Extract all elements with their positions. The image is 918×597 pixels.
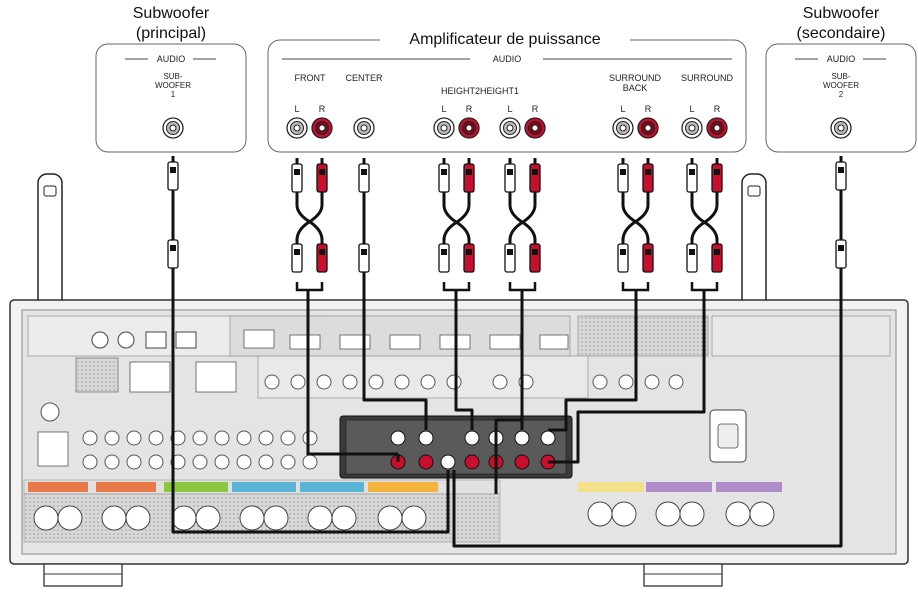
cable-height2-twist xyxy=(442,180,471,241)
amp-surround-label: SURROUND xyxy=(680,73,733,83)
cable-front-twist xyxy=(295,180,324,241)
cable-subwoofer-1 xyxy=(171,176,450,534)
subwoofer-main-jack xyxy=(162,117,184,139)
amp-surround-l-jack xyxy=(681,117,703,139)
power-amplifier-box xyxy=(267,39,747,153)
amp-height2-l-label: L xyxy=(441,104,447,114)
antenna-right xyxy=(741,173,767,337)
subwoofer-second-audio-label: AUDIO xyxy=(826,54,856,64)
subwoofer-second-jack xyxy=(830,117,852,139)
cable-height1 xyxy=(494,290,524,494)
amp-front-label: FRONT xyxy=(294,73,326,83)
cable-center xyxy=(362,180,428,430)
amp-height-label: HEIGHT2HEIGHT1 xyxy=(440,86,519,96)
amplifier-audio-label: AUDIO xyxy=(492,54,522,64)
amp-surround-back-l-label: L xyxy=(620,104,626,114)
subwoofer-main-port-line1: SUB- xyxy=(163,72,183,81)
subwoofer-main-box xyxy=(95,43,247,153)
cable-surround xyxy=(548,290,706,464)
amp-height2-r-label: R xyxy=(465,104,473,114)
amp-surround-r-jack xyxy=(706,117,728,139)
amp-surround-back-label-line2: BACK xyxy=(622,83,648,93)
subwoofer-main-audio-label: AUDIO xyxy=(156,54,186,64)
subwoofer-main-port-line2: WOOFER xyxy=(155,81,191,90)
amp-height1-r-label: R xyxy=(531,104,539,114)
cable-height2 xyxy=(454,290,474,430)
amp-height1-r-jack xyxy=(524,117,546,139)
amp-surround-back-label-line1: SURROUND xyxy=(608,73,661,83)
amp-height1-l-jack xyxy=(499,117,521,139)
amp-height1-l-label: L xyxy=(507,104,513,114)
amp-center-jack xyxy=(353,117,375,139)
subwoofer-second-port-line1: SUB- xyxy=(831,72,851,81)
cable-front xyxy=(306,290,398,456)
amp-front-l-jack xyxy=(286,117,308,139)
subwoofer-second-port-line3: 2 xyxy=(838,90,844,99)
cables xyxy=(171,176,843,548)
subwoofer-second-box xyxy=(765,43,917,153)
subwoofer-second-title-line1: Subwoofer xyxy=(802,5,880,22)
subwoofer-second-port-line2: WOOFER xyxy=(823,81,859,90)
amplifier-title: Amplificateur de puissance xyxy=(380,30,630,50)
cable-brackets xyxy=(295,282,719,292)
subwoofer-main-port-line3: 1 xyxy=(170,90,176,99)
av-receiver-back-panel xyxy=(9,299,909,587)
amp-surround-back-l-jack xyxy=(612,117,634,139)
cable-surround-back-twist xyxy=(621,180,650,241)
amp-height2-l-jack xyxy=(433,117,455,139)
amp-surround-back-r-label: R xyxy=(644,104,652,114)
amp-surround-back-r-jack xyxy=(637,117,659,139)
amp-surround-r-label: R xyxy=(713,104,721,114)
amp-front-r-jack xyxy=(311,117,333,139)
cable-surround-twist xyxy=(690,180,719,241)
amp-front-r-label: R xyxy=(318,104,326,114)
cable-surround-back xyxy=(548,290,638,432)
subwoofer-main-title-line1: Subwoofer xyxy=(132,5,210,22)
subwoofer-second-title-line2: (secondaire) xyxy=(796,25,886,42)
amp-center-label: CENTER xyxy=(345,73,383,83)
amp-surround-l-label: L xyxy=(689,104,695,114)
amp-front-l-label: L xyxy=(294,104,300,114)
amp-height2-r-jack xyxy=(458,117,480,139)
cable-height1-twist xyxy=(508,180,537,241)
cable-subwoofer-2 xyxy=(452,176,843,548)
subwoofer-main-title-line2: (principal) xyxy=(135,25,207,42)
